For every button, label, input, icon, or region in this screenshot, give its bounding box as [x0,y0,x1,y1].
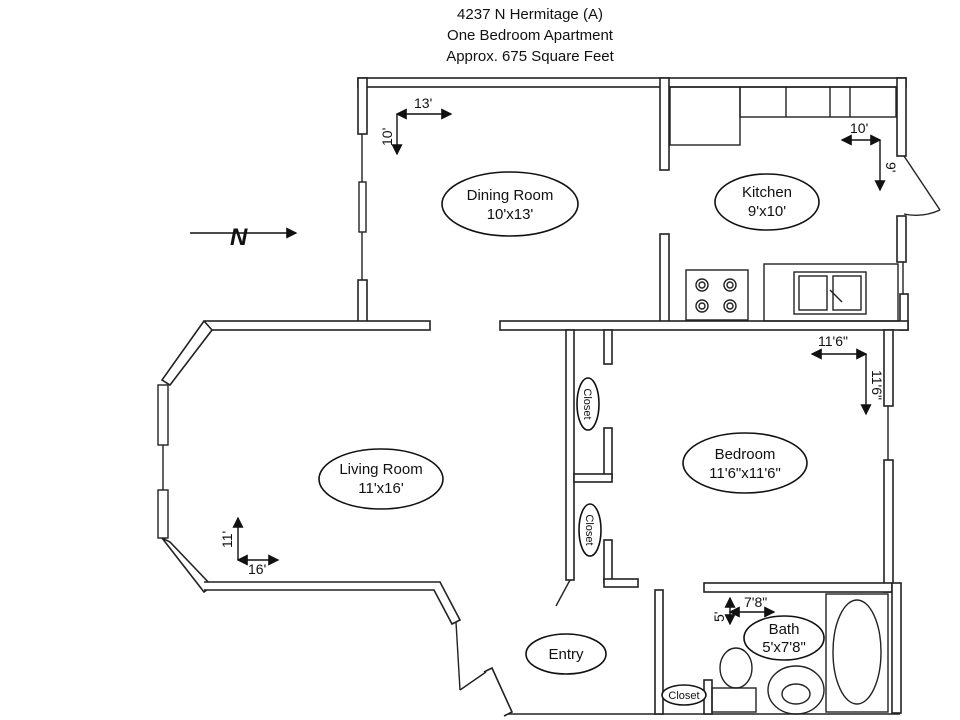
bath-closet-oval [661,684,707,706]
dining-window [358,181,367,233]
kitchen-width-label: 10' [850,120,868,136]
living-bay-nw [160,320,214,387]
closet-bottom-stub [603,578,639,588]
bath-name: Bath [769,621,800,638]
bedroom-label-oval [682,432,808,494]
toilet-tank [711,687,757,713]
living-room-label-oval [318,448,444,510]
bath-north-wall [703,582,893,593]
living-south-wall [204,581,462,626]
bath-width-label: 7'8" [744,594,767,610]
kitchen-name: Kitchen [742,184,792,201]
kitchen-sink [793,271,867,315]
dining-kitchen-partition-lower [659,233,670,327]
dining-room-size: 10'x13' [487,206,534,223]
closet-upper-label: Closet [581,388,593,419]
bedroom-east-wall-lower [883,459,894,593]
living-height-label: 11' [219,531,235,548]
dining-height-label: 10' [379,128,395,146]
entry-wall-left [483,666,514,717]
living-room-name: Living Room [339,461,422,478]
living-window-1 [157,384,169,446]
top-wall [357,77,907,88]
bedroom-kitchen-wall [499,320,909,331]
closet-wall-left [565,329,575,581]
square-footage: Approx. 675 Square Feet [446,48,614,65]
bedroom-width-label: 11'6" [818,333,848,349]
bath-size: 5'x7'8" [762,639,806,656]
living-room-size: 11'x16' [358,480,404,497]
kitchen-fridge [669,86,741,146]
closet-lower-label: Closet [583,514,595,545]
bath-label-oval [743,615,825,661]
living-window-2 [157,489,169,539]
kitchen-east-wall-middle [896,215,907,263]
stove [685,269,749,321]
bath-east-wall [891,582,902,714]
kitchen-label-oval [714,173,820,231]
kitchen-counter [763,263,899,322]
closet-lower-oval [578,503,602,557]
closet-divider [573,473,613,483]
kitchen-door [903,155,941,216]
kitchen-upper-cabinets [739,86,897,118]
closet-wall-right-middle [603,427,613,479]
closet-wall-right-upper [603,329,613,365]
closet-wall-right-lower [603,539,613,583]
bath-west-wall [654,589,664,715]
plan-header: 4237 N Hermitage (A) One Bedroom Apartme… [330,4,730,67]
kitchen-east-wall-upper [896,77,907,157]
dining-west-wall-lower [357,279,368,326]
entry-name: Entry [548,646,584,663]
dining-width-label: 13' [414,95,432,111]
bedroom-name: Bedroom [715,446,776,463]
unit-type: One Bedroom Apartment [447,27,613,44]
bedroom-size: 11'6"x11'6" [709,465,781,482]
toilet-bowl [719,647,753,689]
bath-closet-label: Closet [668,690,699,702]
bath-height-label: 5' [711,612,727,622]
entry-door [555,579,571,607]
living-width-label: 16' [248,561,266,577]
dining-west-wall-upper [357,77,368,135]
dining-room-name: Dining Room [467,187,554,204]
bedroom-height-label: 11'6" [869,370,885,400]
living-dining-wall [203,320,431,331]
bathtub [825,593,889,713]
closet-upper-oval [576,377,600,431]
kitchen-height-label: 9' [883,162,899,172]
dining-room-label-oval [441,171,579,237]
compass-label: N [230,224,248,251]
kitchen-size: 9'x10' [748,203,786,220]
bath-sink [767,665,825,715]
entry-label-oval [525,633,607,675]
dining-kitchen-partition-upper [659,77,670,171]
address-title: 4237 N Hermitage (A) [457,6,603,23]
